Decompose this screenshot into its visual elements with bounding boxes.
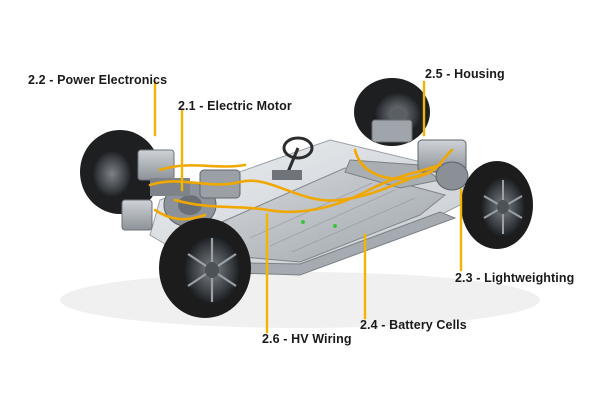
label-electric-motor: 2.1 - Electric Motor: [178, 99, 292, 113]
label-hv-wiring: 2.6 - HV Wiring: [262, 332, 352, 346]
front-right-wheel: [159, 218, 251, 318]
label-lightweighting: 2.3 - Lightweighting: [455, 271, 575, 285]
label-housing: 2.5 - Housing: [425, 67, 505, 81]
hv-cable-harness: [148, 148, 454, 221]
label-battery-cells: 2.4 - Battery Cells: [360, 318, 467, 332]
steering-wheel: [272, 136, 314, 180]
rear-right-wheel: [461, 161, 533, 249]
label-power-electronics: 2.2 - Power Electronics: [28, 73, 168, 87]
leader-lines: [153, 80, 463, 334]
rear-drive-unit: [371, 119, 469, 191]
